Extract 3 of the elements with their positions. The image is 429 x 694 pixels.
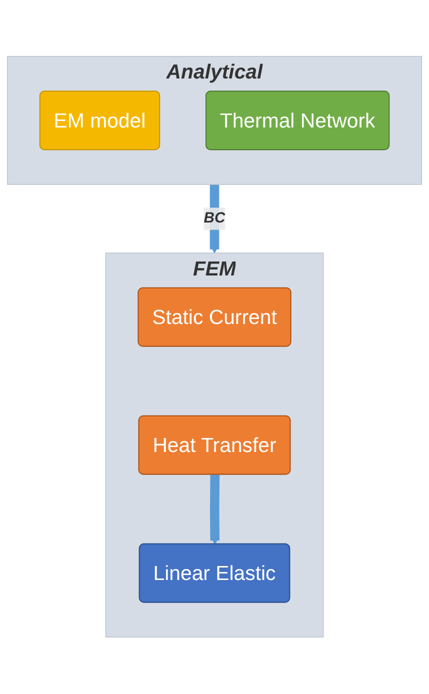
arrow [210,474,220,545]
arrow [210,184,220,254]
edge-label: BC [204,210,226,226]
